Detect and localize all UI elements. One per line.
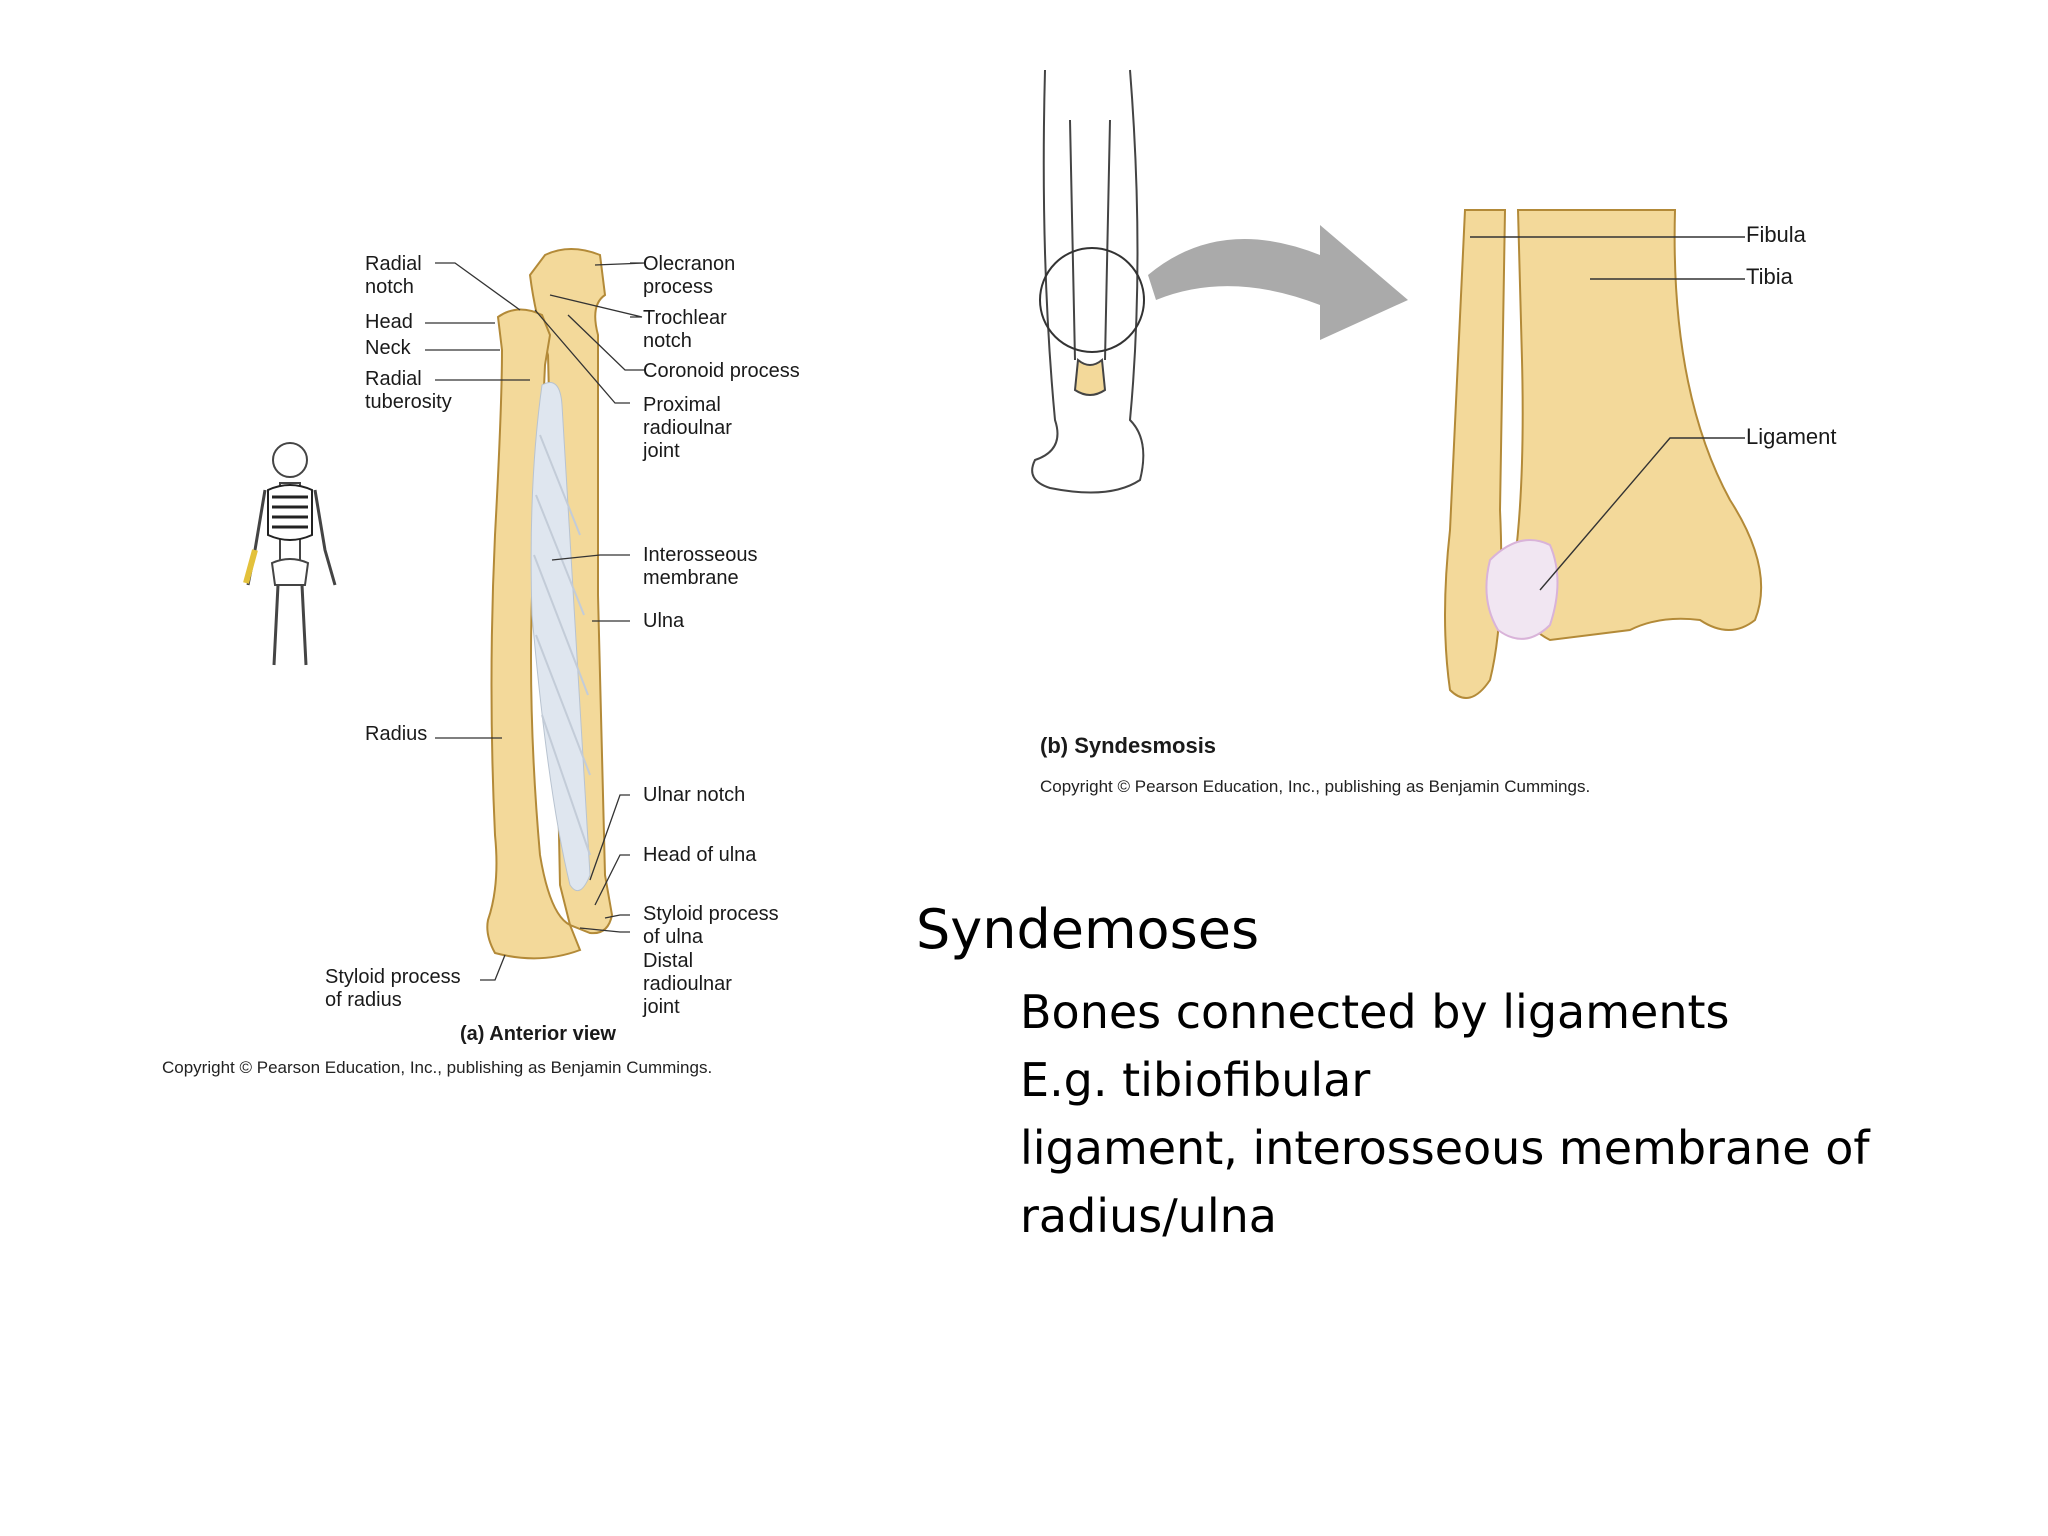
syndesmosis-caption: (b) Syndesmosis xyxy=(1040,733,1217,758)
bullet-line: ligament, interosseous membrane of xyxy=(1020,1121,1870,1175)
label-fibula: Fibula xyxy=(1746,222,1806,247)
label-radius: Radius xyxy=(365,723,428,745)
zoom-circle xyxy=(1039,247,1145,353)
label-styloid-process-of-radius: Styloid process of radius xyxy=(325,966,461,1011)
zoom-arrow xyxy=(1148,225,1408,340)
leg-sketch-icon xyxy=(1031,69,1145,494)
bullet-line: E.g. tibiofibular xyxy=(1020,1053,1371,1107)
tibia-bone xyxy=(1513,209,1763,642)
slide-heading: Syndemoses xyxy=(916,898,1260,961)
forearm-illustration xyxy=(243,248,646,981)
label-olecranon-process: Olecranon process xyxy=(643,253,736,298)
forearm-figure: Radial notch Head Neck Radial tuberosity… xyxy=(150,235,850,1095)
forearm-caption: (a) Anterior view xyxy=(460,1023,616,1045)
syndesmosis-copyright: Copyright © Pearson Education, Inc., pub… xyxy=(1040,777,1591,796)
label-ulnar-notch: Ulnar notch xyxy=(643,784,746,806)
syndesmosis-figure: Fibula Tibia Ligament (b) Syndesmosis Co… xyxy=(1030,60,1880,810)
forearm-copyright: Copyright © Pearson Education, Inc., pub… xyxy=(162,1058,713,1077)
label-distal-radioulnar-joint: Distal radioulnar joint xyxy=(643,950,732,1018)
label-ulna: Ulna xyxy=(643,610,685,632)
label-head: Head xyxy=(365,311,413,333)
bullet-line: Bones connected by ligaments xyxy=(1020,985,1730,1039)
label-proximal-radioulnar-joint: Proximal radioulnar joint xyxy=(643,394,732,462)
label-radial-tuberosity: Radial tuberosity xyxy=(365,368,452,413)
ligament xyxy=(1485,539,1559,640)
syndesmosis-illustration xyxy=(1031,69,1763,699)
label-interosseous-membrane: Interosseous membrane xyxy=(643,544,758,589)
label-head-of-ulna: Head of ulna xyxy=(643,844,757,866)
label-tibia: Tibia xyxy=(1746,264,1793,289)
label-trochlear-notch: Trochlear notch xyxy=(643,307,727,352)
slide-bullet-list: Bones connected by ligaments E.g. tibiof… xyxy=(1020,978,1870,1250)
label-styloid-process-of-ulna: Styloid process of ulna xyxy=(643,903,779,948)
skeleton-icon xyxy=(243,442,337,666)
label-neck: Neck xyxy=(365,337,411,359)
interosseous-membrane xyxy=(530,382,591,892)
bullet-line: radius/ulna xyxy=(1020,1189,1277,1243)
label-ligament: Ligament xyxy=(1746,424,1837,449)
label-coronoid-process: Coronoid process xyxy=(643,360,800,382)
label-radial-notch: Radial notch xyxy=(365,253,422,298)
